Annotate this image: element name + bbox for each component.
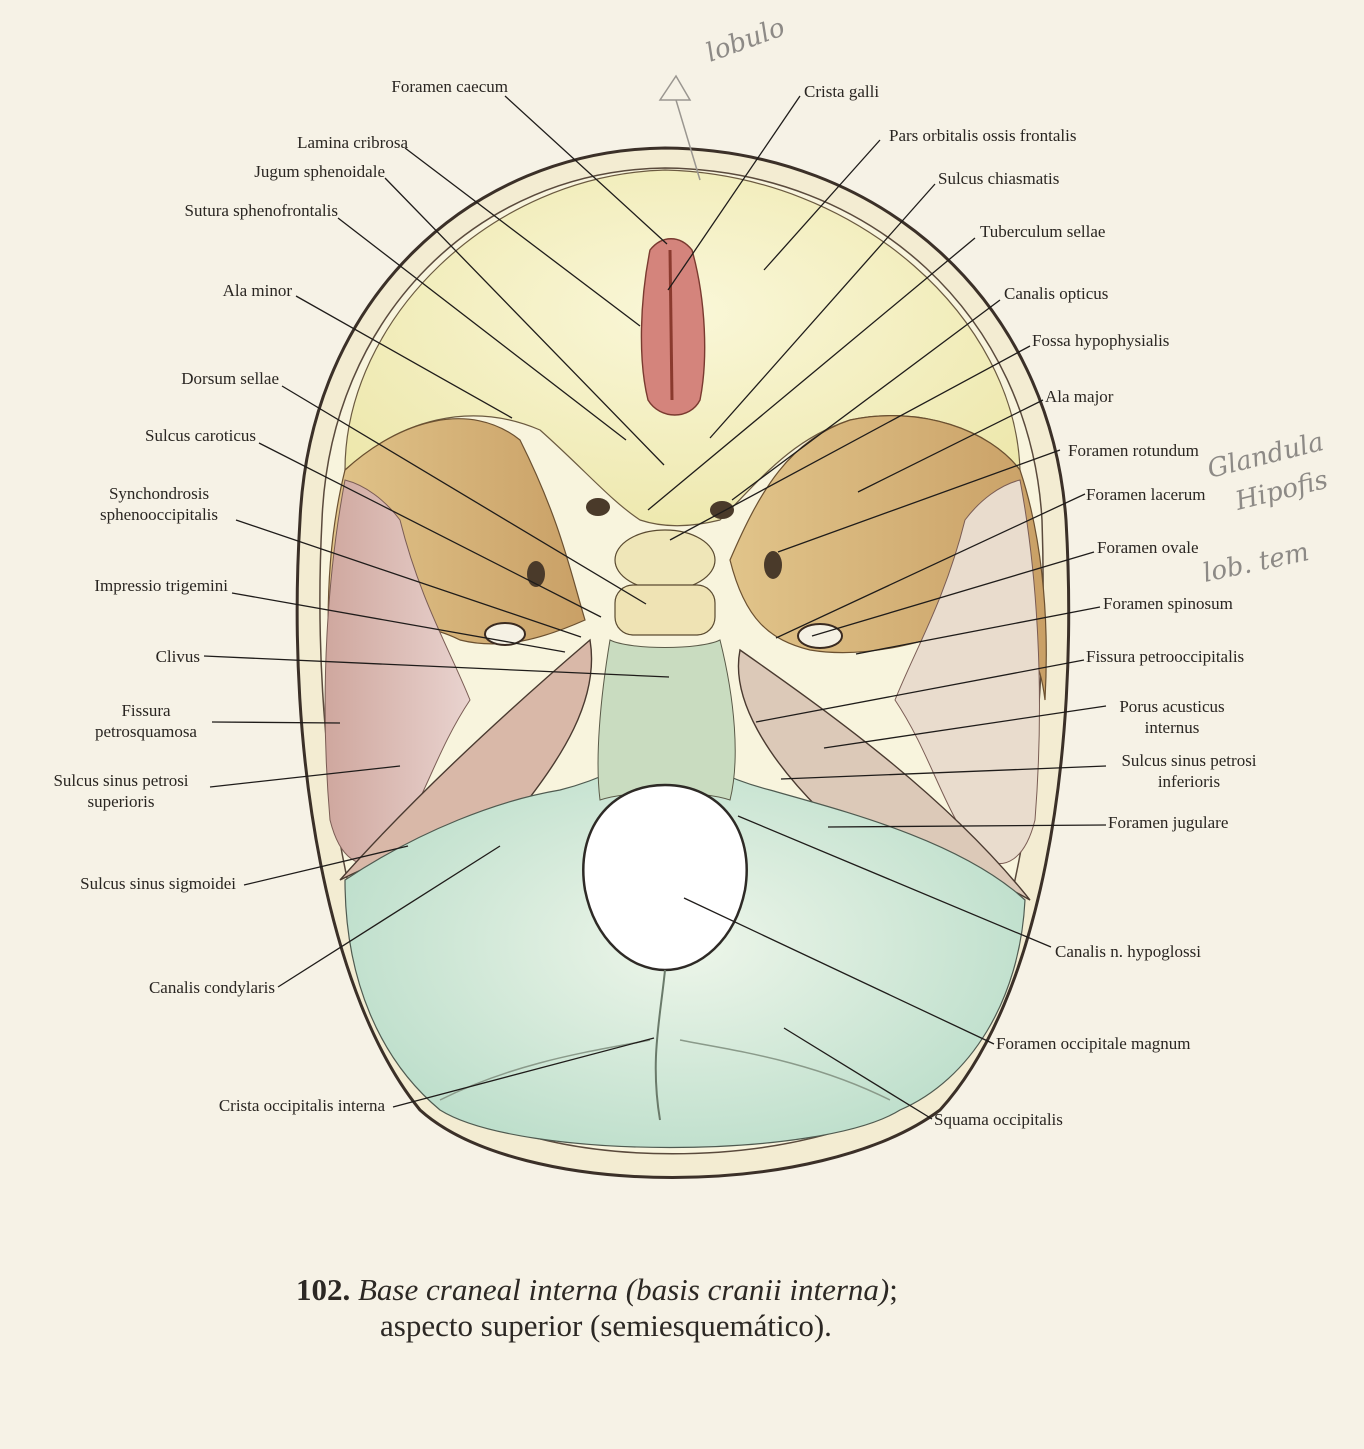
cribriform-plate — [640, 238, 706, 416]
label-foramen-rotundum: Foramen rotundum — [1068, 441, 1199, 460]
label-line: Impressio trigemini — [94, 576, 228, 595]
label-jugum-sphenoidale: Jugum sphenoidale — [254, 162, 385, 181]
label-foramen-lacerum: Foramen lacerum — [1086, 485, 1205, 504]
label-impressio-trigemini: Impressio trigemini — [94, 576, 228, 595]
label-sulcus-petrosi-superioris: Sulcus sinus petrosi superioris — [53, 771, 188, 811]
optic-canal-left — [586, 498, 610, 516]
label-line: internus — [1145, 718, 1200, 737]
label-line: Foramen occipitale magnum — [996, 1034, 1191, 1053]
label-foramen-caecum: Foramen caecum — [391, 77, 508, 96]
label-foramen-magnum: Foramen occipitale magnum — [996, 1034, 1191, 1053]
label-line: sphenooccipitalis — [100, 505, 218, 524]
label-line: Fissura — [121, 701, 171, 720]
label-crista-galli: Crista galli — [804, 82, 879, 101]
foramen-rotundum-left — [527, 561, 545, 587]
label-crista-occipitalis: Crista occipitalis interna — [219, 1096, 386, 1115]
label-line: Crista occipitalis interna — [219, 1096, 386, 1115]
label-line: Fossa hypophysialis — [1032, 331, 1169, 350]
crista-galli-ridge — [668, 249, 674, 401]
label-line: Canalis n. hypoglossi — [1055, 942, 1201, 961]
label-line: Ala minor — [223, 281, 293, 300]
sella-turcica — [614, 529, 716, 591]
dorsum-sellae-bone — [614, 584, 716, 636]
label-line: Synchondrosis — [109, 484, 209, 503]
label-fissura-petrosquamosa: Fissura petrosquamosa — [95, 701, 197, 741]
caption-line-1: 102. Base craneal interna (basis cranii … — [296, 1272, 1196, 1308]
label-line: Foramen jugulare — [1108, 813, 1228, 832]
leader-lines — [203, 95, 1107, 1120]
label-ala-minor: Ala minor — [223, 281, 293, 300]
label-porus-acusticus: Porus acusticus internus — [1119, 697, 1224, 737]
label-line: Sulcus sinus petrosi — [1121, 751, 1256, 770]
label-line: Sulcus chiasmatis — [938, 169, 1059, 188]
label-line: Dorsum sellae — [181, 369, 279, 388]
label-tuberculum-sellae: Tuberculum sellae — [980, 222, 1105, 241]
label-line: Sulcus sinus sigmoidei — [80, 874, 236, 893]
label-sulcus-sigmoidei: Sulcus sinus sigmoidei — [80, 874, 236, 893]
label-line: Foramen caecum — [391, 77, 508, 96]
label-dorsum-sellae: Dorsum sellae — [181, 369, 279, 388]
label-foramen-ovale: Foramen ovale — [1097, 538, 1199, 557]
label-canalis-opticus: Canalis opticus — [1004, 284, 1108, 303]
label-line: Squama occipitalis — [934, 1110, 1063, 1129]
label-line: Pars orbitalis ossis frontalis — [889, 126, 1076, 145]
skull-illustration — [295, 146, 1071, 1179]
handwritten-lobulo: lobulo — [702, 13, 789, 69]
label-canalis-hypoglossi: Canalis n. hypoglossi — [1055, 942, 1201, 961]
caption-separator: ; — [889, 1272, 898, 1307]
label-line: Sulcus sinus petrosi — [53, 771, 188, 790]
label-line: Porus acusticus — [1119, 697, 1224, 716]
clivus-bone — [597, 639, 736, 801]
label-line: Foramen spinosum — [1103, 594, 1233, 613]
label-sulcus-caroticus: Sulcus caroticus — [145, 426, 256, 445]
label-line: inferioris — [1158, 772, 1220, 791]
label-pars-orbitalis: Pars orbitalis ossis frontalis — [889, 126, 1076, 145]
pencil-arrow — [658, 74, 701, 181]
label-line: petrosquamosa — [95, 722, 197, 741]
label-line: Ala major — [1045, 387, 1114, 406]
label-line: Canalis condylaris — [149, 978, 275, 997]
figure-title: Base craneal interna (basis cranii inter… — [358, 1272, 890, 1307]
label-ala-major: Ala major — [1045, 387, 1114, 406]
label-line: superioris — [87, 792, 154, 811]
label-line: Fissura petrooccipitalis — [1086, 647, 1244, 666]
label-line: Tuberculum sellae — [980, 222, 1105, 241]
label-lamina-cribrosa: Lamina cribrosa — [297, 133, 408, 152]
label-foramen-spinosum: Foramen spinosum — [1103, 594, 1233, 613]
label-fissura-petrooccipitalis: Fissura petrooccipitalis — [1086, 647, 1244, 666]
label-synchondrosis: Synchondrosis sphenooccipitalis — [100, 484, 218, 524]
label-sulcus-petrosi-inferioris: Sulcus sinus petrosi inferioris — [1121, 751, 1256, 791]
label-squama-occipitalis: Squama occipitalis — [934, 1110, 1063, 1129]
label-line: Foramen rotundum — [1068, 441, 1199, 460]
figure-number: 102. — [296, 1272, 351, 1307]
label-canalis-condylaris: Canalis condylaris — [149, 978, 275, 997]
label-clivus: Clivus — [156, 647, 200, 666]
foramen-ovale-right — [797, 623, 843, 649]
label-sulcus-chiasmatis: Sulcus chiasmatis — [938, 169, 1059, 188]
occipital-squama-divider-right — [679, 1039, 891, 1101]
figure-subtitle: aspecto superior (semiesquemático). — [380, 1308, 832, 1343]
label-line: Sutura sphenofrontalis — [185, 201, 338, 220]
handwritten-lob-tem: lob. tem — [1200, 537, 1312, 589]
label-foramen-jugulare: Foramen jugulare — [1108, 813, 1228, 832]
label-line: Lamina cribrosa — [297, 133, 408, 152]
anatomy-labels: Foramen caecum Crista galli Lamina cribr… — [53, 77, 1256, 1129]
foramen-magnum-opening — [582, 783, 748, 972]
label-line: Canalis opticus — [1004, 284, 1108, 303]
figure-caption: 102. Base craneal interna (basis cranii … — [296, 1272, 1196, 1344]
label-line: Jugum sphenoidale — [254, 162, 385, 181]
label-line: Foramen lacerum — [1086, 485, 1205, 504]
label-line: Sulcus caroticus — [145, 426, 256, 445]
label-sutura-sphenofrontalis: Sutura sphenofrontalis — [185, 201, 338, 220]
label-line: Clivus — [156, 647, 200, 666]
label-line: Foramen ovale — [1097, 538, 1199, 557]
label-fossa-hypophysialis: Fossa hypophysialis — [1032, 331, 1169, 350]
label-line: Crista galli — [804, 82, 879, 101]
internal-occipital-crest — [654, 969, 666, 1121]
foramen-rotundum-right — [764, 551, 782, 579]
